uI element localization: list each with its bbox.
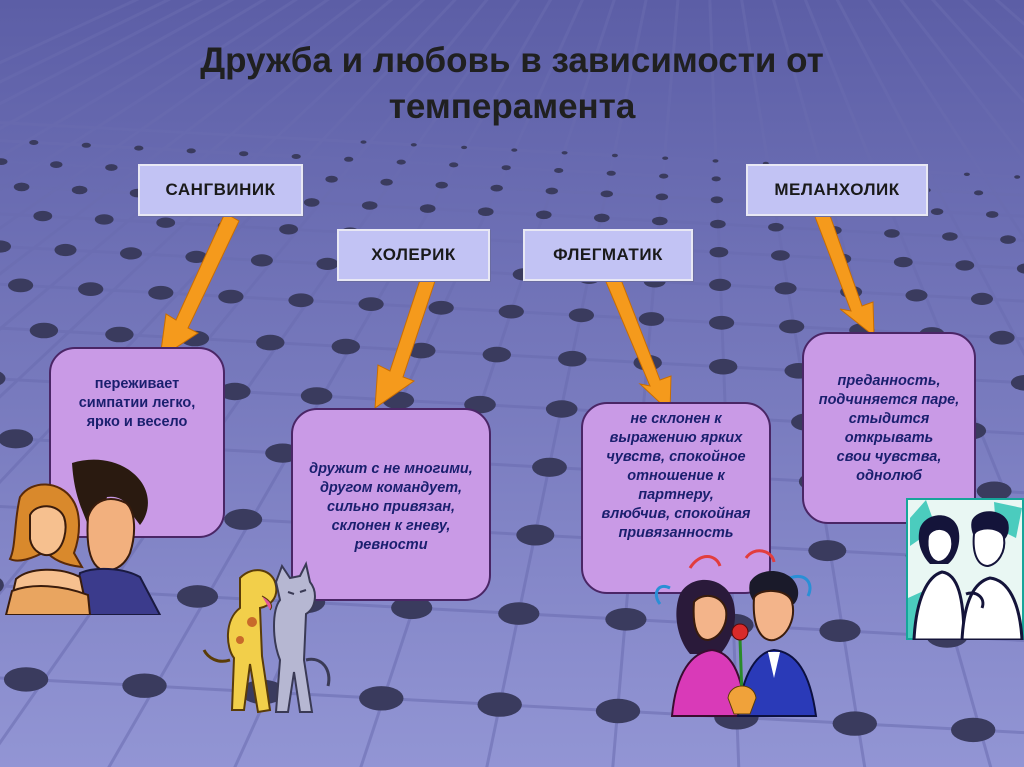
desc-sanguine-line: симпатии легко,: [78, 395, 196, 411]
slide-title: Дружба и любовь в зависимости от темпера…: [112, 38, 912, 130]
desc-choleric-line: дружит с не многими,: [309, 461, 473, 477]
desc-melancholic-line: преданность,: [837, 373, 941, 389]
desc-phlegmatic-line: выражению ярких: [609, 430, 743, 446]
desc-choleric-line: ревности: [354, 537, 428, 553]
title-line-2: темперамента: [388, 87, 636, 126]
desc-sanguine-line: ярко и весело: [86, 414, 188, 430]
desc-phlegmatic-line: влюбчив, спокойная: [601, 506, 751, 522]
desc-melancholic-line: стыдится: [848, 411, 930, 427]
label-sanguine-text: САНГВИНИК: [165, 180, 276, 199]
shy-couple-clipart-icon: [906, 498, 1024, 640]
desc-melancholic-line: свои чувства,: [836, 449, 942, 465]
desc-choleric: дружит с не многими, другом командует, с…: [291, 408, 491, 601]
title-line-1: Дружба и любовь в зависимости от: [200, 41, 824, 80]
desc-phlegmatic: не склонен к выражению ярких чувств, спо…: [581, 402, 771, 594]
desc-sanguine-line: переживает: [94, 376, 180, 392]
desc-choleric-line: склонен к гневу,: [331, 518, 451, 534]
dog-and-cat-clipart-icon: [202, 561, 331, 714]
desc-choleric-line: другом командует,: [319, 480, 463, 496]
desc-phlegmatic-line: отношение к: [627, 468, 725, 484]
desc-melancholic-line: подчиняется паре,: [818, 392, 960, 408]
arrow-phlegmatic: [603, 271, 672, 414]
desc-phlegmatic-line: партнеру,: [638, 487, 714, 503]
couple-with-flower-clipart-icon: [654, 549, 818, 717]
desc-melancholic-line: однолюб: [856, 468, 922, 484]
label-phlegmatic: ФЛЕГМАТИК: [523, 229, 693, 281]
arrow-melancholic: [813, 209, 875, 338]
label-melancholic: МЕЛАНХОЛИК: [746, 164, 928, 216]
desc-melancholic: преданность, подчиняется паре, стыдится …: [802, 332, 976, 524]
label-melancholic-text: МЕЛАНХОЛИК: [774, 180, 900, 199]
desc-phlegmatic-line: не склонен к: [630, 411, 722, 427]
desc-choleric-line: сильно привязан,: [326, 499, 456, 515]
couple-clipart-icon: [4, 459, 162, 615]
label-phlegmatic-text: ФЛЕГМАТИК: [553, 245, 663, 264]
arrow-choleric: [374, 276, 436, 410]
desc-phlegmatic-line: привязанность: [618, 525, 734, 541]
label-choleric: ХОЛЕРИК: [337, 229, 490, 281]
desc-melancholic-line: открывать: [844, 430, 934, 446]
arrow-sanguine: [159, 212, 240, 360]
desc-sanguine: переживает симпатии легко, ярко и весело: [49, 347, 225, 538]
label-sanguine: САНГВИНИК: [138, 164, 303, 216]
desc-phlegmatic-line: чувств, спокойное: [606, 449, 746, 465]
label-choleric-text: ХОЛЕРИК: [371, 245, 456, 264]
